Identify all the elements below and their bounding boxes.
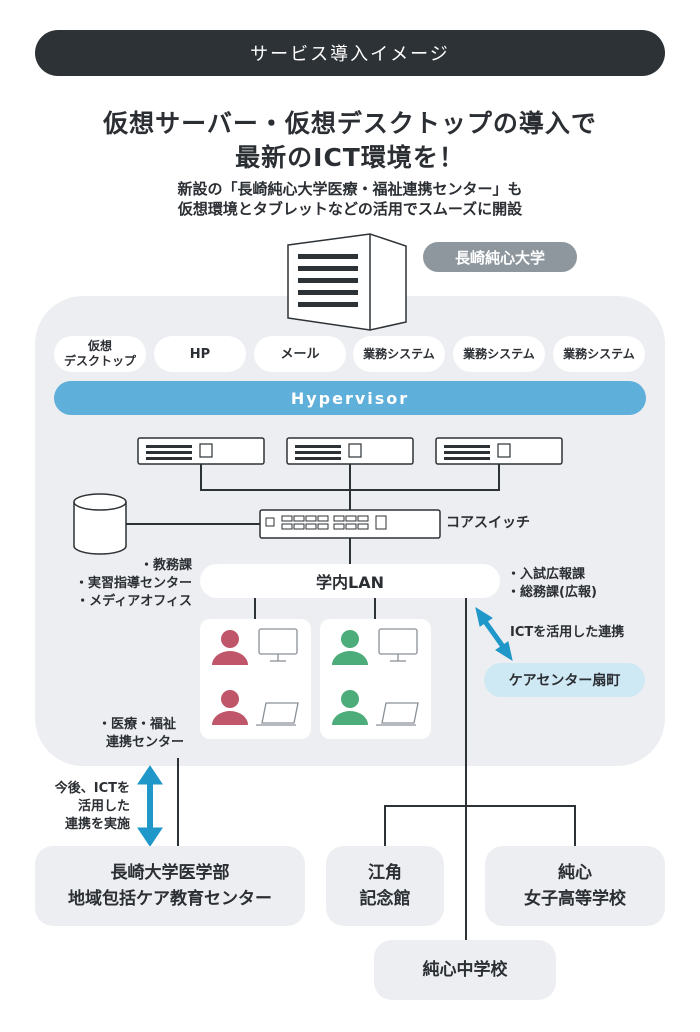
headline-line1: 仮想サーバー・仮想デスクトップの導入で [103,109,597,138]
headline-line2: 最新のICT環境を！ [235,143,465,172]
junshin-girls-line2: 女子高等学校 [524,889,626,909]
office-media: ・メディアオフィス [76,594,192,609]
left-offices-list: ・教務課 ・実習指導センター ・メディアオフィス [60,557,192,611]
junshin-girls-box: 純心 女子高等学校 [485,846,665,926]
eikaku-box: 江角 記念館 [326,846,444,926]
campus-lan-bar: 学内LAN [200,564,500,598]
section-banner: サービス導入イメージ [35,30,665,76]
future-link-line2: 活用した [77,799,130,814]
vm-mail: メール [254,336,346,372]
vm-hp: HP [154,336,246,372]
nagasaki-univ-box: 長崎大学医学部 地域包括ケア教育センター [35,846,305,926]
future-link-arrow-icon [137,765,163,847]
room-right-people-icons [332,628,419,726]
subtext-line2: 仮想環境とタブレットなどの活用でスムーズに開設 [177,200,523,218]
room-right [320,619,431,739]
ict-link-arrow-icon [475,606,513,662]
future-link-label: 今後、ICTを 活用した 連携を実施 [48,780,130,834]
medical-center-label: ・医療・福祉 連携センター [98,716,184,752]
office-jisshu: ・実習指導センター [74,576,192,591]
office-nyushi: ・入試広報課 [507,567,586,582]
medical-center-line1: ・医療・福祉 [98,717,177,732]
university-badge: 長崎純心大学 [423,242,577,272]
room-left [200,619,311,739]
subtext-line1: 新設の「長崎純心大学医療・福祉連携センター」も [177,180,523,198]
storage-cylinder-icon [73,493,127,555]
vm-virtual-desktop: 仮想 デスクトップ [54,336,146,372]
vm-business-system-3: 業務システム [553,336,645,372]
core-switch-icon [259,509,441,539]
office-kyomu: ・教務課 [139,558,192,573]
room-left-people-icons [212,628,299,726]
junshin-girls-line1: 純心 [558,863,592,883]
ict-link-label: ICTを活用した連携 [510,625,625,640]
future-link-line1: 今後、ICTを [54,781,130,796]
vm-business-system-2: 業務システム [453,336,545,372]
nagasaki-univ-line2: 地域包括ケア教育センター [68,889,272,909]
hypervisor-bar: Hypervisor [54,381,646,415]
junshin-middle-box: 純心中学校 [374,940,556,1000]
medical-center-line2: 連携センター [106,735,185,750]
future-link-line3: 連携を実施 [64,817,130,832]
core-switch-label: コアスイッチ [446,515,530,531]
eikaku-line1: 江角 [368,863,402,883]
vm-business-system-1: 業務システム [353,336,445,372]
server-building-icon [287,233,407,331]
care-center-badge: ケアセンター扇町 [484,663,645,697]
office-somu: ・総務課(広報) [507,585,597,600]
eikaku-line2: 記念館 [359,889,411,909]
right-offices-list: ・入試広報課 ・総務課(広報) [507,566,597,602]
nagasaki-univ-line1: 長崎大学医学部 [110,863,230,883]
